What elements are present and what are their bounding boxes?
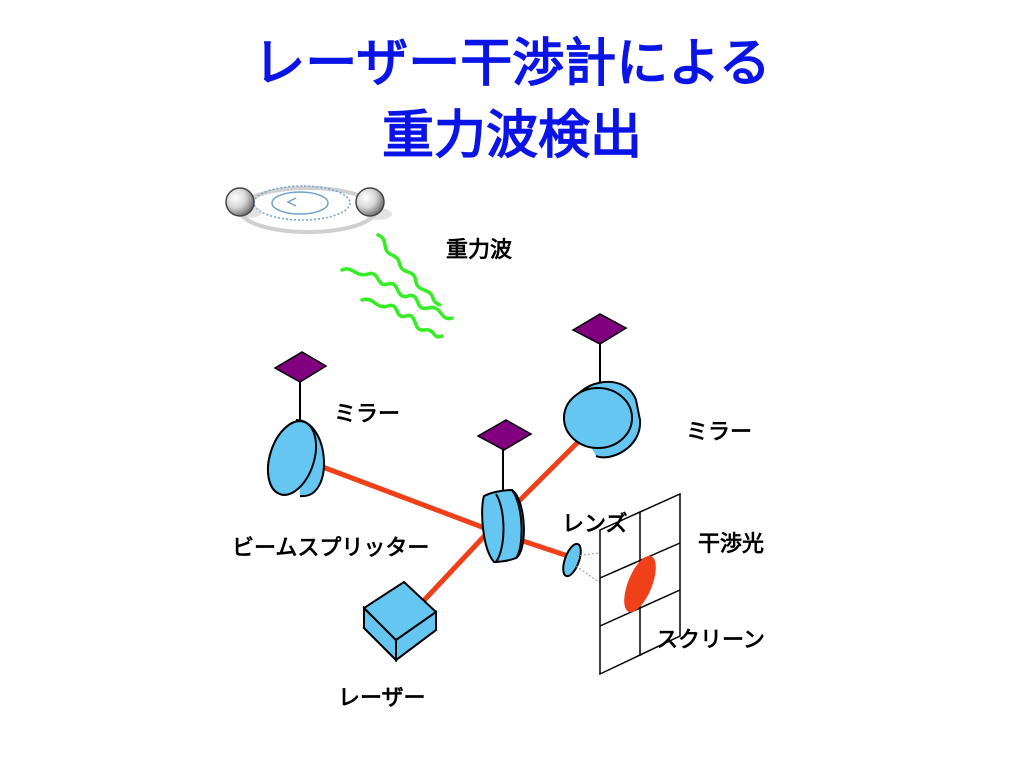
label-laser: レーザー — [338, 686, 426, 711]
laser-beam-paths — [309, 425, 595, 613]
label-beam-splitter: ビームスプリッター — [232, 536, 430, 561]
beam-to-left-mirror — [309, 460, 493, 533]
label-interference-light: 干渉光 — [698, 532, 765, 557]
mount-plate-left — [273, 351, 328, 383]
label-mirror-right: ミラー — [686, 420, 753, 445]
beam-from-laser — [412, 527, 493, 613]
star-sphere-right — [355, 187, 385, 217]
label-lens: レンズ — [562, 512, 628, 537]
slide-title-line2: 重力波検出 — [381, 106, 642, 166]
mount-plate-right — [571, 313, 628, 345]
star-sphere-left — [225, 187, 255, 217]
interference-spot — [624, 555, 656, 613]
label-screen: スクリーン — [656, 628, 765, 653]
gravitational-wave-icon — [340, 233, 454, 339]
mirror-right — [563, 313, 642, 459]
laser-source — [362, 580, 438, 663]
beam-splitter — [476, 419, 533, 564]
slide-title-line1: レーザー干渉計による — [253, 34, 771, 94]
mount-plate-center — [476, 419, 533, 451]
binary-star-orbit-icon — [225, 185, 392, 234]
mirror-left — [267, 351, 328, 498]
label-mirror-left: ミラー — [334, 402, 401, 427]
label-gravitational-wave: 重力波 — [446, 238, 513, 263]
screen — [599, 492, 681, 676]
